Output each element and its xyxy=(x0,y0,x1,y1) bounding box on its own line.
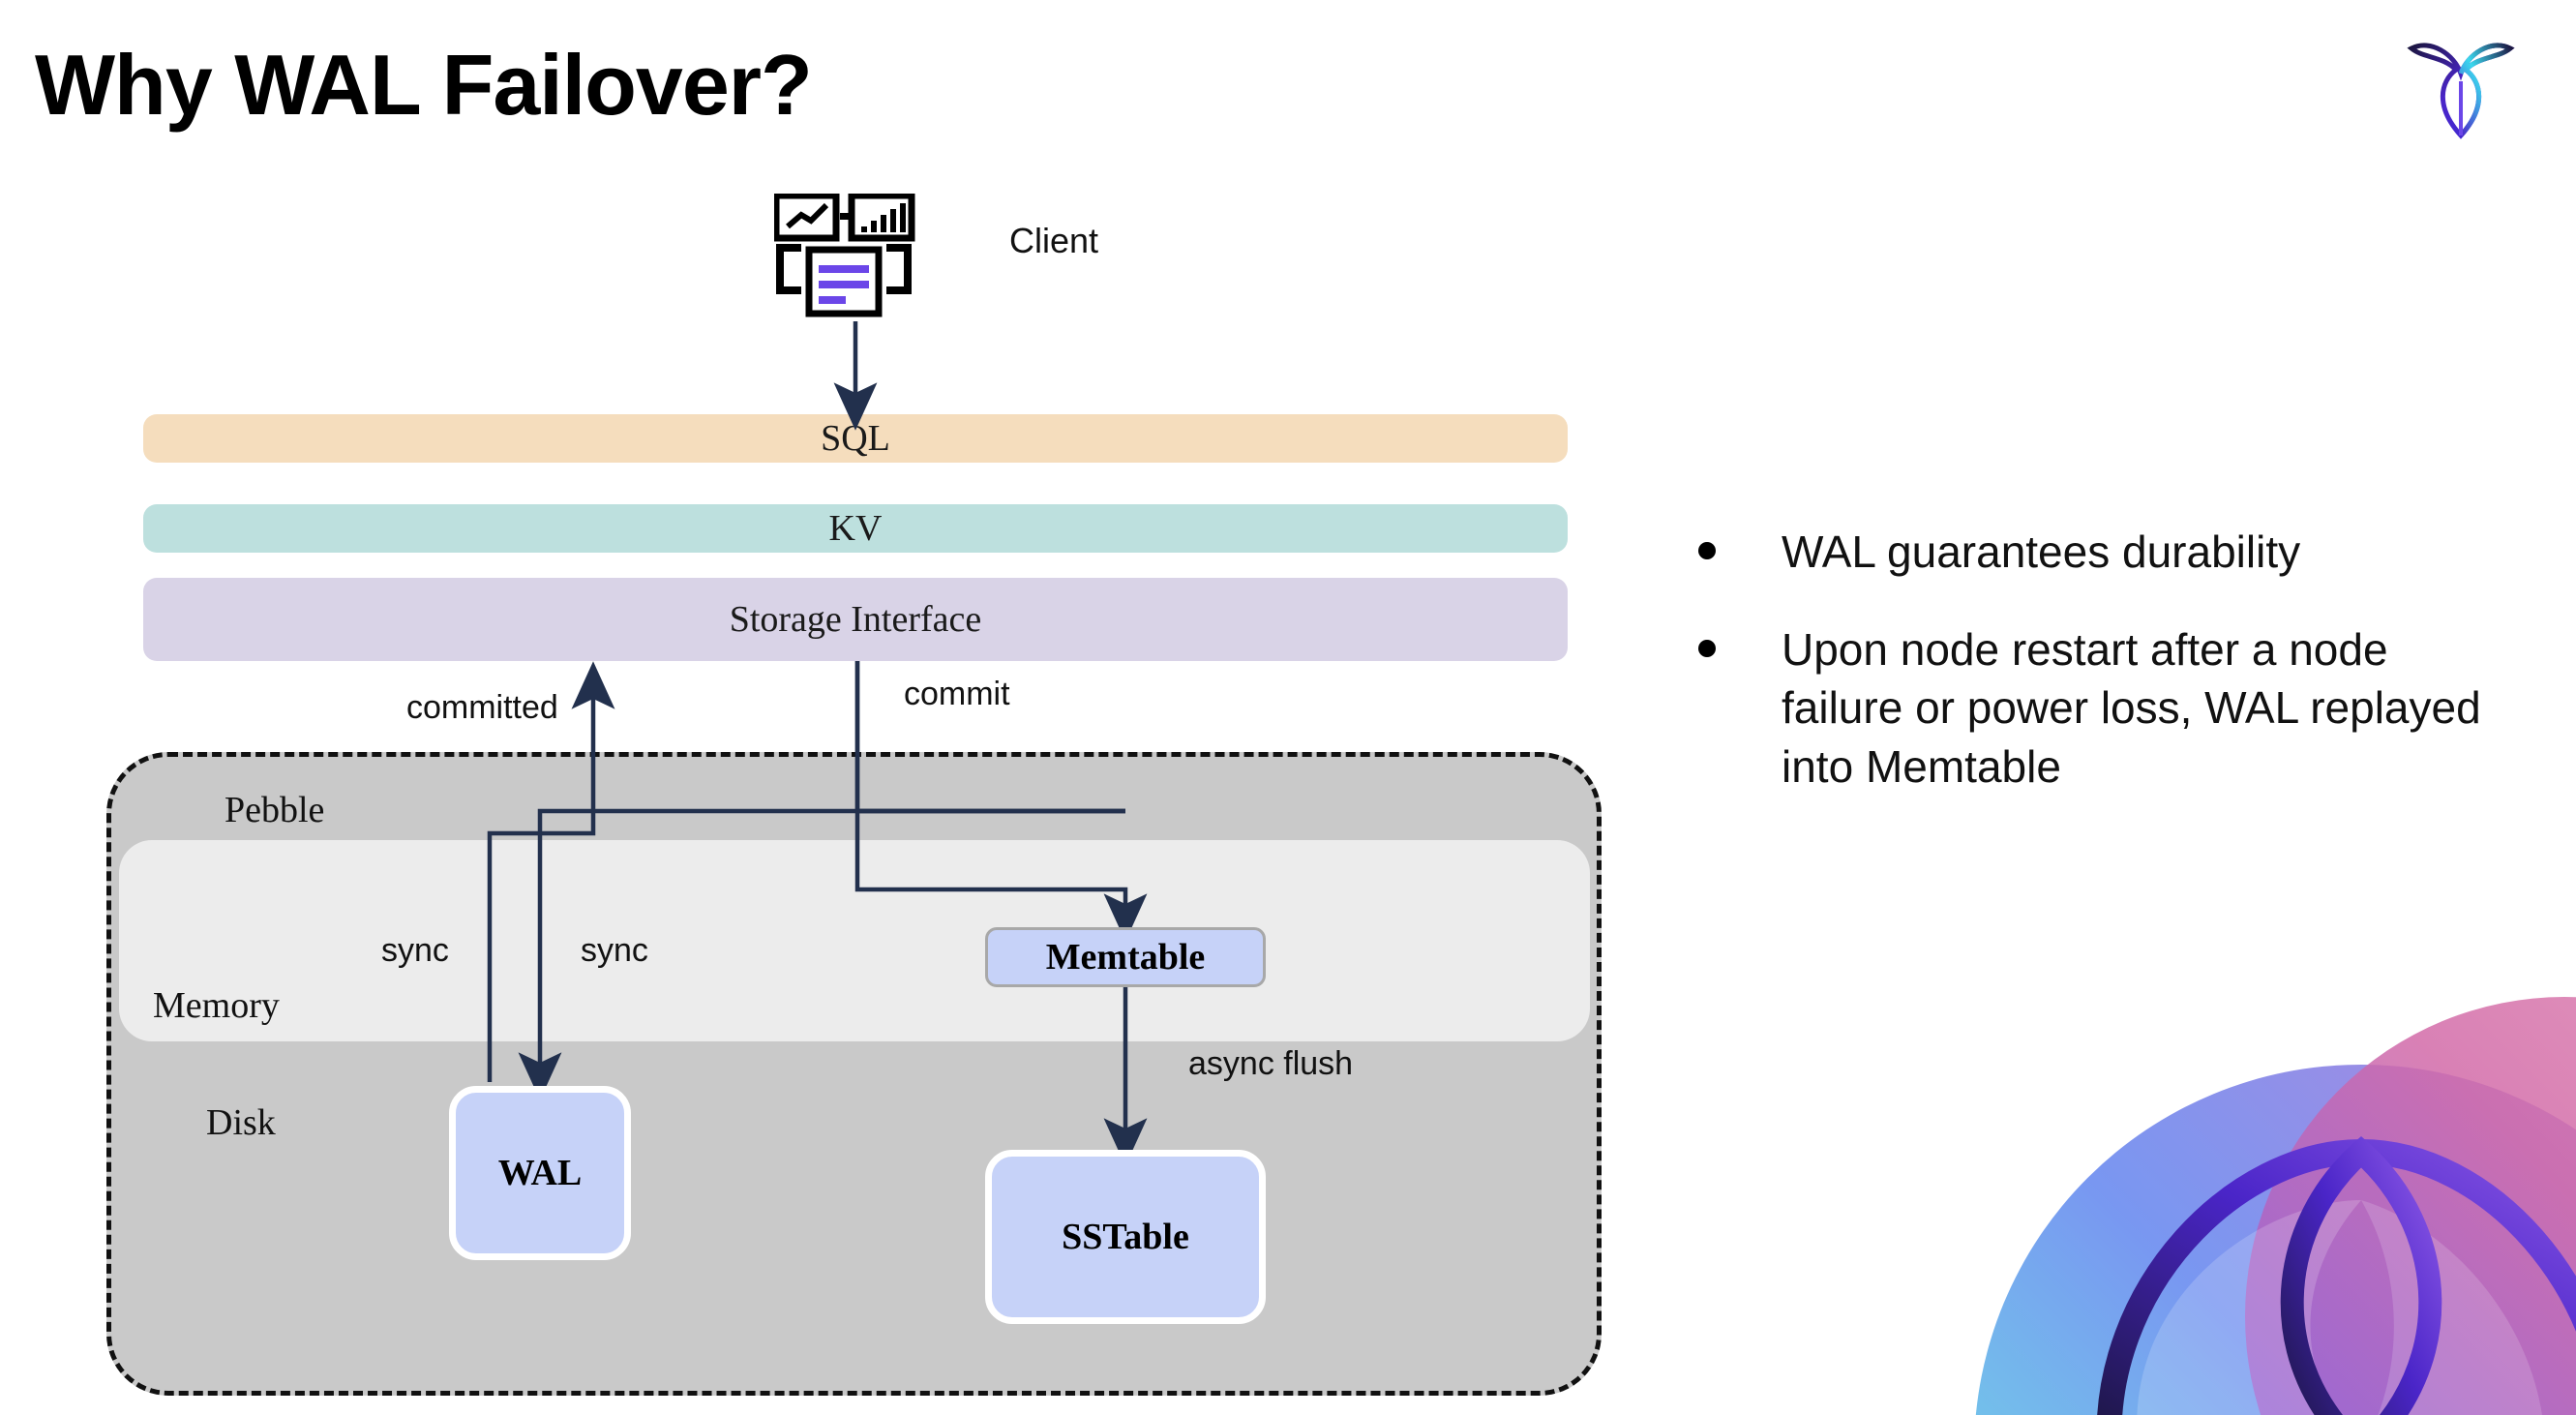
page-title: Why WAL Failover? xyxy=(35,37,813,133)
memory-region xyxy=(119,840,1590,1041)
pebble-label: Pebble xyxy=(225,790,325,830)
bullet-text: Upon node restart after a node failure o… xyxy=(1782,623,2481,793)
client-label: Client xyxy=(1009,221,1099,260)
disk-label: Disk xyxy=(206,1102,276,1143)
edge-label-sync-2: sync xyxy=(581,932,648,969)
bullet-dot-icon xyxy=(1698,639,1716,657)
edge-label-sync-1: sync xyxy=(381,932,449,969)
layer-bar-sql: SQL xyxy=(143,414,1568,463)
list-item: WAL guarantees durability xyxy=(1698,523,2521,582)
list-item: Upon node restart after a node failure o… xyxy=(1698,620,2521,797)
layer-bar-kv: KV xyxy=(143,504,1568,553)
client-dashboard-icon xyxy=(774,194,915,317)
node-sstable: SSTable xyxy=(985,1150,1266,1324)
decorative-logo-art xyxy=(1975,997,2576,1415)
node-memtable: Memtable xyxy=(985,927,1266,987)
layer-bar-storage: Storage Interface xyxy=(143,578,1568,661)
bullet-list: WAL guarantees durability Upon node rest… xyxy=(1698,523,2521,835)
edge-label-commit: commit xyxy=(904,676,1010,712)
memory-label: Memory xyxy=(153,985,280,1026)
bullet-dot-icon xyxy=(1698,542,1716,559)
edge-label-committed: committed xyxy=(406,689,558,726)
edge-label-async-flush: async flush xyxy=(1188,1045,1354,1082)
bullet-text: WAL guarantees durability xyxy=(1782,527,2301,577)
cockroachdb-logo-icon xyxy=(2407,43,2515,139)
node-wal: WAL xyxy=(449,1086,631,1260)
